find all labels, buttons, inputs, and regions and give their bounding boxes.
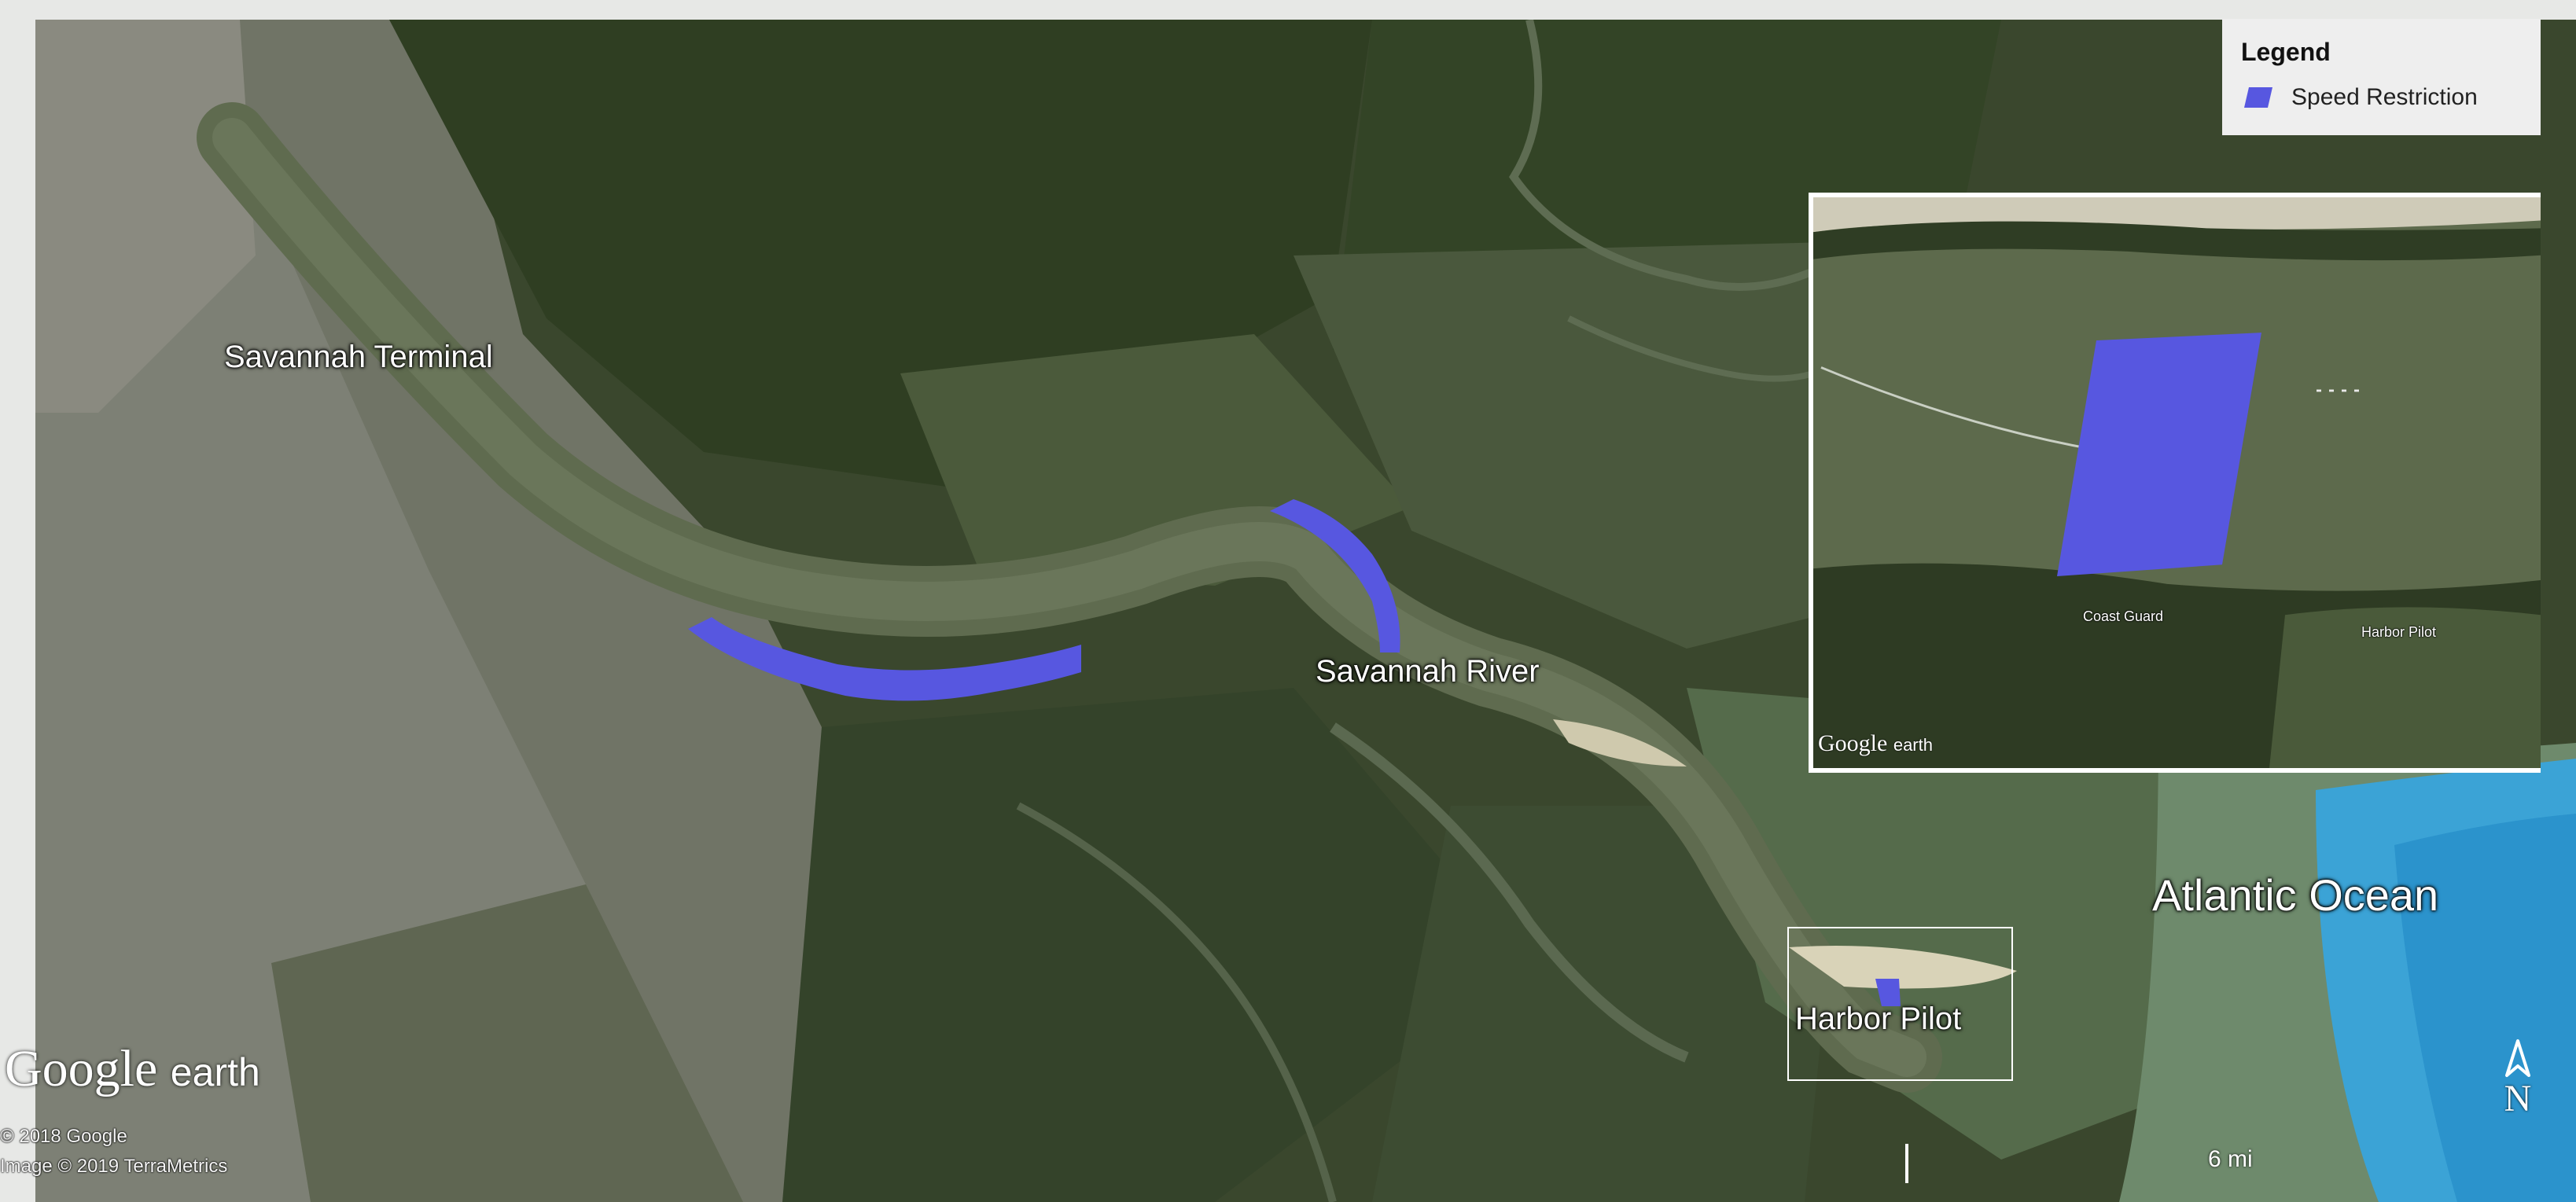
copyright-text: © 2018 Google xyxy=(0,1126,127,1147)
label-harbor-pilot: Harbor Pilot xyxy=(1795,1002,1962,1036)
inset-imagery xyxy=(1813,197,2541,768)
logo-sub-text: earth xyxy=(170,1050,260,1094)
inset-focus-box xyxy=(1787,927,2013,1081)
imagery-credit-text: Image © 2019 TerraMetrics xyxy=(0,1156,228,1177)
inset-logo-main: Google xyxy=(1818,730,1888,756)
polygon-swatch-icon xyxy=(2244,87,2272,108)
inset-label-harbor-pilot: Harbor Pilot xyxy=(2361,624,2437,640)
inset-label-coast-guard: Coast Guard xyxy=(2083,608,2164,624)
google-earth-logo: Google earth xyxy=(5,1039,260,1099)
north-arrow: N xyxy=(2494,1036,2541,1120)
label-savannah-river: Savannah River xyxy=(1316,654,1540,689)
inset-logo-sub: earth xyxy=(1893,735,1933,755)
label-atlantic-ocean: Atlantic Ocean xyxy=(2152,870,2439,920)
north-letter: N xyxy=(2504,1078,2532,1119)
logo-main-text: Google xyxy=(5,1040,158,1097)
inset-map[interactable]: Coast Guard Harbor Pilot Google earth xyxy=(1809,193,2541,773)
legend-title: Legend xyxy=(2241,38,2331,66)
scale-bar xyxy=(1905,1144,2541,1183)
legend-panel: Legend Speed Restriction xyxy=(2222,19,2541,135)
legend-item-speed-restriction: Speed Restriction xyxy=(2241,84,2541,111)
inset-google-earth-logo: Google earth xyxy=(1818,730,1933,757)
north-arrow-icon xyxy=(2505,1039,2530,1077)
scale-label: 6 mi xyxy=(2208,1146,2253,1172)
legend-item-label: Speed Restriction xyxy=(2291,84,2478,110)
label-savannah-terminal: Savannah Terminal xyxy=(224,340,493,374)
